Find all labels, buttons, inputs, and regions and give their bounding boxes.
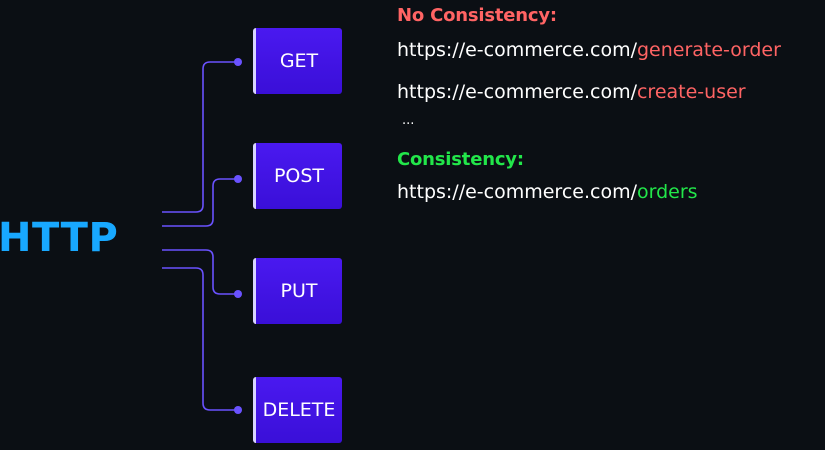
url-base: https://e-commerce.com/: [397, 181, 637, 203]
connector-dot-post: [234, 175, 242, 183]
connector-dot-get: [234, 58, 242, 66]
url-base: https://e-commerce.com/: [397, 81, 637, 103]
connector-delete: [162, 267, 238, 411]
bad-url-1: https://e-commerce.com/generate-order: [397, 38, 781, 62]
url-path: create-user: [636, 81, 746, 103]
good-url-1: https://e-commerce.com/orders: [397, 180, 698, 204]
method-put-label: PUT: [280, 279, 318, 302]
method-get-label: GET: [279, 49, 319, 72]
connector-dot-delete: [234, 406, 242, 414]
url-base: https://e-commerce.com/: [397, 39, 637, 61]
method-get-box: GET: [253, 28, 342, 94]
connector-dot-put: [234, 290, 242, 298]
url-path: orders: [636, 181, 698, 203]
url-path: generate-order: [636, 39, 781, 61]
connector-get: [162, 61, 238, 213]
method-post-label: POST: [273, 164, 325, 187]
no-consistency-heading: No Consistency:: [397, 5, 557, 26]
ellipsis: ...: [402, 113, 415, 128]
method-delete-box: DELETE: [253, 377, 342, 443]
connector-post: [162, 178, 238, 227]
http-label: HTTP: [0, 215, 119, 261]
consistency-heading: Consistency:: [397, 149, 524, 170]
bad-url-2: https://e-commerce.com/create-user: [397, 80, 746, 104]
method-delete-label: DELETE: [262, 398, 336, 421]
connector-put: [162, 249, 238, 295]
method-put-box: PUT: [253, 258, 342, 324]
method-post-box: POST: [253, 143, 342, 209]
